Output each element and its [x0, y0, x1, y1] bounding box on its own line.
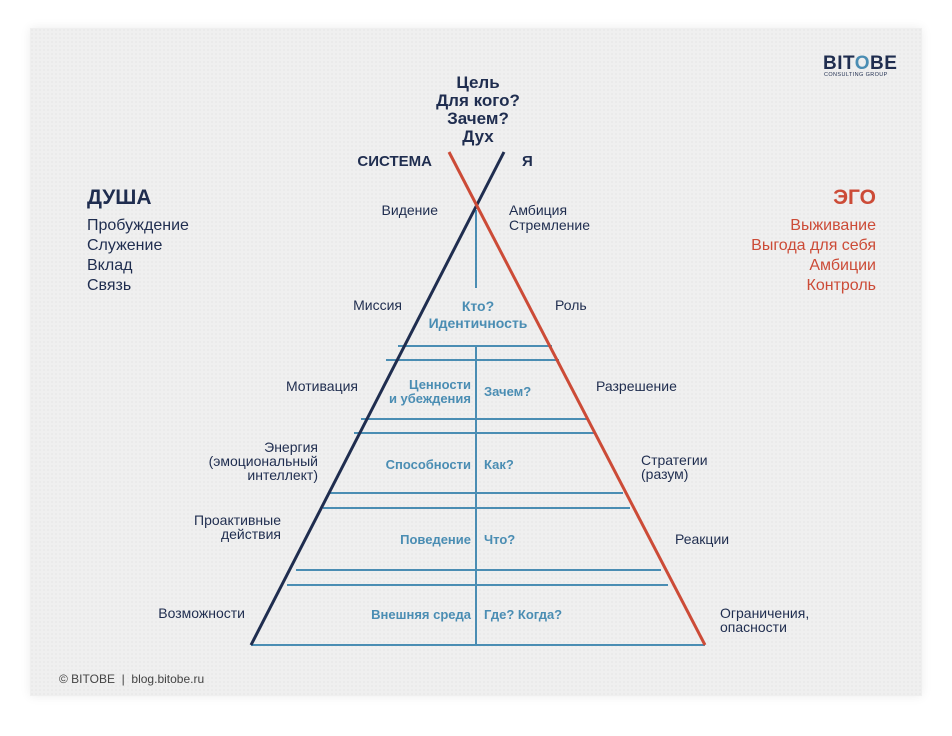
- logo-part-a: BIT: [823, 53, 855, 74]
- label-strategies: Стратегии: [641, 452, 708, 468]
- soul-title: ДУША: [87, 186, 152, 209]
- level-abilities-question: Как?: [484, 457, 514, 472]
- label-limits: опасности: [720, 619, 787, 635]
- label-motivation: Мотивация: [286, 378, 358, 394]
- label-strategies: (разум): [641, 466, 688, 482]
- level-identity: Кто?: [462, 298, 494, 314]
- ego-item: Амбиции: [809, 257, 876, 274]
- top-title-line-4: Дух: [462, 127, 494, 146]
- label-ambition: Амбиция: [509, 202, 567, 218]
- level-identity: Идентичность: [429, 315, 528, 331]
- bitobe-logo: BITOBE CONSULTING GROUP: [823, 53, 897, 78]
- label-permission: Разрешение: [596, 378, 677, 394]
- label-ambition: Стремление: [509, 217, 590, 233]
- axis-label-system: СИСТЕМА: [357, 153, 432, 170]
- level-values: и убеждения: [389, 391, 471, 406]
- footer-text: © BITOBE | blog.bitobe.ru: [59, 672, 204, 686]
- label-reactions: Реакции: [675, 531, 729, 547]
- left-labels: Видение Миссия Мотивация Энергия (эмоцио…: [158, 202, 438, 621]
- label-proactive: действия: [221, 526, 281, 542]
- label-energy: интеллект): [247, 467, 318, 483]
- pyramid-levels: [287, 210, 668, 645]
- level-values-question: Зачем?: [484, 384, 531, 399]
- soul-item: Служение: [87, 237, 162, 254]
- label-energy: (эмоциональный: [209, 453, 318, 469]
- top-title-line-1: Цель: [456, 73, 499, 92]
- level-environment-question: Где? Когда?: [484, 607, 562, 622]
- soul-item: Пробуждение: [87, 217, 189, 234]
- ego-title: ЭГО: [833, 186, 876, 209]
- soul-item: Связь: [87, 277, 131, 294]
- logo-part-b: O: [855, 53, 870, 74]
- top-title-line-3: Зачем?: [447, 109, 509, 128]
- level-abilities: Способности: [386, 457, 471, 472]
- label-vision: Видение: [382, 202, 439, 218]
- axis-label-self: Я: [522, 153, 533, 170]
- top-title-line-2: Для кого?: [436, 91, 520, 110]
- level-behavior-question: Что?: [484, 532, 515, 547]
- logo-part-c: BE: [870, 53, 897, 74]
- soul-block: ДУША Пробуждение Служение Вклад Связь: [87, 186, 189, 294]
- label-mission: Миссия: [353, 297, 402, 313]
- logo-subtitle: CONSULTING GROUP: [824, 72, 888, 78]
- level-environment: Внешняя среда: [371, 607, 472, 622]
- label-energy: Энергия: [264, 439, 318, 455]
- level-labels: Кто? Идентичность Ценности и убеждения З…: [371, 298, 562, 622]
- level-behavior: Поведение: [400, 532, 471, 547]
- system-edge-line: [249, 151, 506, 646]
- level-values: Ценности: [409, 377, 471, 392]
- ego-block: ЭГО Выживание Выгода для себя Амбиции Ко…: [751, 186, 876, 294]
- ego-item: Контроль: [807, 277, 877, 294]
- label-limits: Ограничения,: [720, 605, 809, 621]
- right-labels: Амбиция Стремление Роль Разрешение Страт…: [509, 202, 809, 635]
- top-title: Цель Для кого? Зачем? Дух: [436, 73, 520, 146]
- label-opportunities: Возможности: [158, 605, 245, 621]
- self-edge-line: [447, 151, 707, 646]
- ego-item: Выгода для себя: [751, 237, 876, 254]
- ego-item: Выживание: [790, 217, 876, 234]
- label-role: Роль: [555, 297, 587, 313]
- svg-text:BITOBE: BITOBE: [823, 53, 897, 74]
- label-proactive: Проактивные: [194, 512, 281, 528]
- soul-item: Вклад: [87, 257, 133, 274]
